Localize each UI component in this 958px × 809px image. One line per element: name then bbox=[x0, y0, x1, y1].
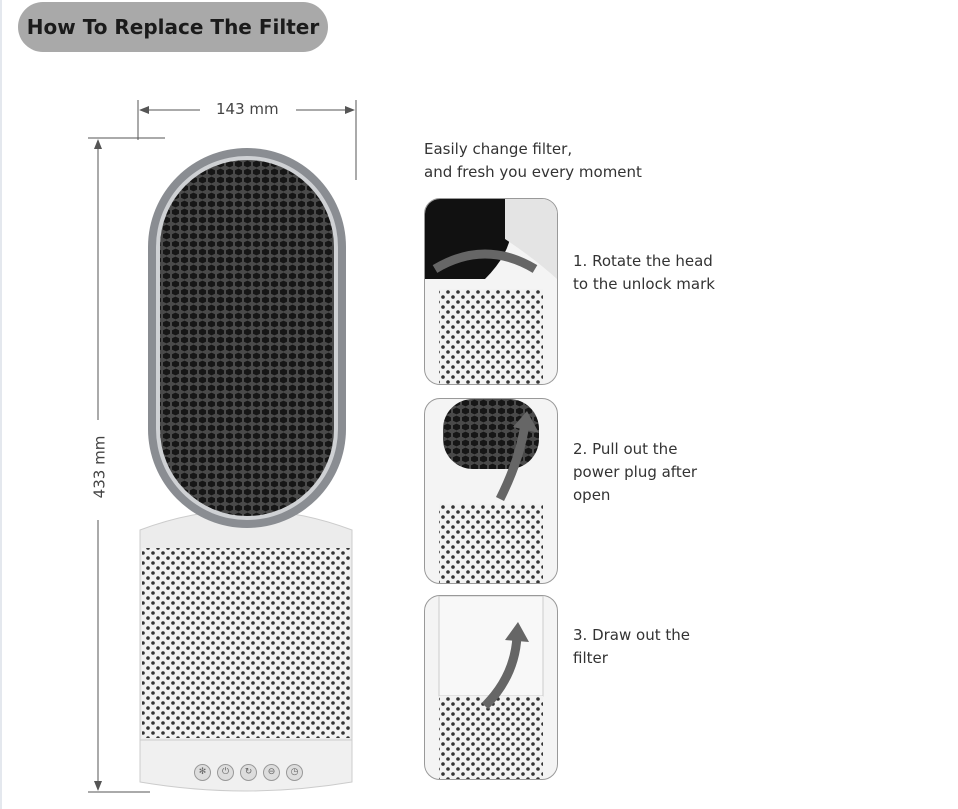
fan-speed-button[interactable]: ✻ bbox=[194, 764, 211, 781]
control-panel: ✻ ⏻ ↻ ⊖ ◷ bbox=[194, 764, 303, 781]
oscillate-button[interactable]: ↻ bbox=[240, 764, 257, 781]
step-line: 1. Rotate the head bbox=[573, 252, 713, 270]
purifier-body bbox=[139, 509, 353, 792]
intro-line: and fresh you every moment bbox=[424, 163, 642, 181]
width-dimension bbox=[137, 100, 357, 180]
step-2-image bbox=[424, 398, 558, 584]
power-button[interactable]: ⏻ bbox=[217, 764, 234, 781]
height-label: 433 mm bbox=[90, 429, 109, 505]
step-1-text: 1. Rotate the head to the unlock mark bbox=[573, 250, 715, 296]
step-1-image bbox=[424, 198, 558, 385]
step-3-image bbox=[424, 595, 558, 780]
step-3-text: 3. Draw out the filter bbox=[573, 624, 690, 670]
intro-line: Easily change filter, bbox=[424, 140, 573, 158]
step-2-text: 2. Pull out the power plug after open bbox=[573, 438, 697, 507]
height-dimension bbox=[88, 137, 165, 793]
section-title: How To Replace The Filter bbox=[18, 2, 328, 52]
timer-button[interactable]: ◷ bbox=[286, 764, 303, 781]
intro-text: Easily change filter, and fresh you ever… bbox=[424, 138, 642, 184]
step-line: 3. Draw out the bbox=[573, 626, 690, 644]
width-label: 143 mm bbox=[210, 100, 285, 118]
purifier-head bbox=[148, 148, 346, 528]
page-edge bbox=[0, 0, 2, 809]
step-line: to the unlock mark bbox=[573, 275, 715, 293]
step-line: 2. Pull out the bbox=[573, 440, 678, 458]
step-line: filter bbox=[573, 649, 608, 667]
step-line: open bbox=[573, 486, 611, 504]
step-line: power plug after bbox=[573, 463, 698, 481]
minus-button[interactable]: ⊖ bbox=[263, 764, 280, 781]
